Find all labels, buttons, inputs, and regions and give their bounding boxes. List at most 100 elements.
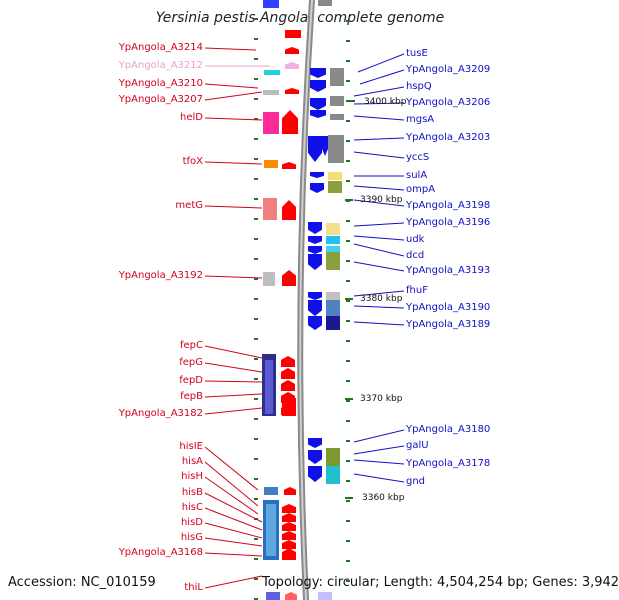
gene-label-hish[interactable]: hisH <box>181 471 203 482</box>
kbp-tick <box>346 380 350 382</box>
gene-label-fepg[interactable]: fepG <box>179 357 203 368</box>
gene-label-hisc[interactable]: hisC <box>181 502 203 513</box>
kbp-tick <box>254 198 258 200</box>
gene-label-hisa[interactable]: hisA <box>181 456 203 467</box>
kbp-tick <box>254 238 258 240</box>
leader-line <box>353 459 405 465</box>
gene-block <box>266 592 280 600</box>
gene-label-fepd[interactable]: fepD <box>179 375 203 386</box>
gene-label-ypangola_a3193[interactable]: YpAngola_A3193 <box>406 265 491 276</box>
gene-arrow-forward <box>281 380 295 391</box>
gene-label-ypangola_a3210[interactable]: YpAngola_A3210 <box>118 78 203 89</box>
gene-label-ypangola_a3180[interactable]: YpAngola_A3180 <box>406 424 491 435</box>
leader-line <box>204 345 263 359</box>
gene-block <box>265 360 273 414</box>
gene-arrow-reverse <box>308 222 322 234</box>
gene-label-yccs[interactable]: yccS <box>406 152 430 163</box>
kbp-tick <box>254 478 258 480</box>
gene-arrow-reverse <box>308 316 322 330</box>
kbp-tick <box>254 538 258 540</box>
gene-block <box>326 292 340 300</box>
leader-line <box>353 305 405 309</box>
gene-label-hisie[interactable]: hisIE <box>179 441 203 452</box>
gene-label-fepc[interactable]: fepC <box>179 340 203 351</box>
gene-label-thil[interactable]: thiL <box>184 582 203 593</box>
gene-label-ypangola_a3189[interactable]: YpAngola_A3189 <box>406 319 491 330</box>
gene-block <box>263 198 277 220</box>
gene-arrow-reverse <box>308 292 322 300</box>
kbp-tick <box>254 218 258 220</box>
leader-line <box>353 102 405 105</box>
gene-label-sula[interactable]: sulA <box>406 170 428 181</box>
gene-arrow-reverse <box>310 110 326 118</box>
leader-line <box>204 161 263 165</box>
leader-line <box>204 393 263 398</box>
kbp-tick <box>346 20 350 22</box>
gene-label-ypangola_a3198[interactable]: YpAngola_A3198 <box>406 200 491 211</box>
gene-arrow-reverse <box>308 236 322 244</box>
gene-label-dcd[interactable]: dcd <box>406 250 425 261</box>
gene-label-ypangola_a3190[interactable]: YpAngola_A3190 <box>406 302 491 313</box>
kbp-tick <box>346 400 350 402</box>
gene-label-hisd[interactable]: hisD <box>180 517 203 528</box>
gene-label-ypangola_a3209[interactable]: YpAngola_A3209 <box>406 64 491 75</box>
kbp-tick <box>346 580 350 582</box>
kbp-tick <box>346 180 350 182</box>
gene-label-ypangola_a3206[interactable]: YpAngola_A3206 <box>406 97 491 108</box>
gene-arrow-reverse <box>310 172 324 178</box>
kbp-tick <box>254 338 258 340</box>
gene-label-held[interactable]: helD <box>180 112 203 123</box>
leader-line <box>353 199 405 207</box>
gene-arrow-reverse <box>308 246 322 254</box>
kbp-tick <box>254 18 258 20</box>
leader-line <box>204 275 263 279</box>
gene-label-mgsa[interactable]: mgsA <box>406 114 435 125</box>
leader-line <box>353 86 405 97</box>
gene-arrow-forward <box>282 504 296 513</box>
gene-label-ypangola_a3182[interactable]: YpAngola_A3182 <box>118 408 203 419</box>
kbp-tick <box>346 440 350 442</box>
gene-label-hspq[interactable]: hspQ <box>406 81 432 92</box>
kbp-label-3400: 3400 kbp <box>364 97 407 107</box>
gene-label-ypangola_a3192[interactable]: YpAngola_A3192 <box>118 270 203 281</box>
gene-label-fhuf[interactable]: fhuF <box>406 285 428 296</box>
gene-arrow-reverse <box>308 300 322 316</box>
leader-line <box>353 445 405 455</box>
gene-label-ompa[interactable]: ompA <box>406 184 436 195</box>
gene-arrow-forward <box>285 592 297 600</box>
gene-label-ypangola_a3168[interactable]: YpAngola_A3168 <box>118 547 203 558</box>
gene-label-ypangola_a3196[interactable]: YpAngola_A3196 <box>406 217 491 228</box>
gene-label-gnd[interactable]: gnd <box>406 476 426 487</box>
gene-label-ypangola_a3214[interactable]: YpAngola_A3214 <box>118 42 203 53</box>
kbp-tick <box>254 258 258 260</box>
kbp-tick <box>254 118 258 120</box>
gene-label-ypangola_a3207[interactable]: YpAngola_A3207 <box>118 94 203 105</box>
gene-block <box>285 30 301 38</box>
gene-label-hisb[interactable]: hisB <box>181 487 203 498</box>
leader-line <box>204 362 263 373</box>
gene-label-fepb[interactable]: fepB <box>180 391 203 402</box>
kbp-tick <box>346 340 350 342</box>
gene-block <box>326 252 340 270</box>
genome-info-text: Topology: circular; Length: 4,504,254 bp… <box>262 575 619 590</box>
kbp-tick <box>254 178 258 180</box>
gene-label-udk[interactable]: udk <box>406 234 425 245</box>
kbp-ticks <box>254 18 355 600</box>
gene-label-metg[interactable]: metG <box>175 200 203 211</box>
gene-label-tuse[interactable]: tusE <box>406 48 428 59</box>
accession-text: Accession: NC_010159 <box>8 575 156 590</box>
gene-label-ypangola_a3203[interactable]: YpAngola_A3203 <box>406 132 491 143</box>
gene-label-hisg[interactable]: hisG <box>180 532 203 543</box>
gene-label-ypangola_a3178[interactable]: YpAngola_A3178 <box>406 458 491 469</box>
gene-block <box>282 398 296 416</box>
kbp-tick <box>346 360 350 362</box>
gene-arrow-reverse <box>310 98 326 110</box>
gene-arrow-forward <box>282 200 296 220</box>
gene-arrow-forward <box>285 88 299 94</box>
gene-arrow-forward <box>282 548 296 560</box>
gene-label-ypangola_a3212[interactable]: YpAngola_A3212 <box>118 60 203 71</box>
kbp-tick <box>346 240 350 242</box>
gene-label-tfox[interactable]: tfoX <box>182 156 203 167</box>
gene-label-galu[interactable]: galU <box>406 440 429 451</box>
gene-block <box>326 223 340 235</box>
